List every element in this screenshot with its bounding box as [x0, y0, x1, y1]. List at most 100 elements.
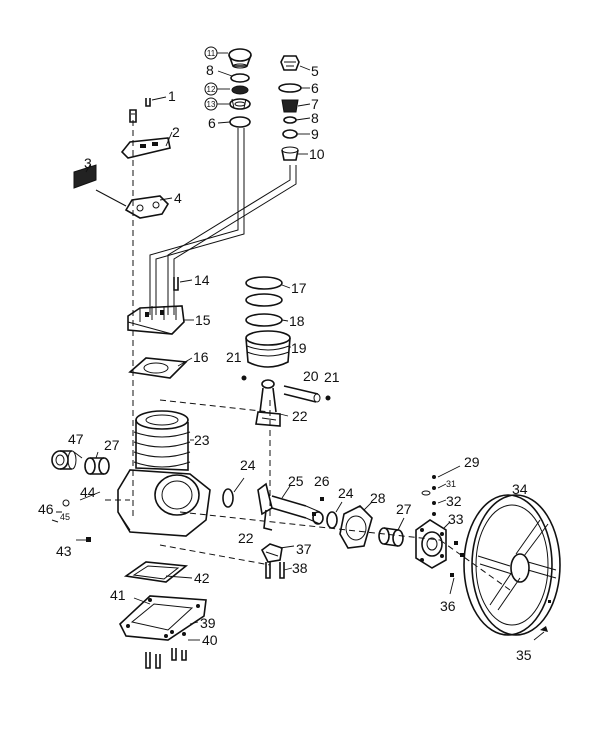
label-37: 37 [296, 541, 312, 557]
label-27-right: 27 [396, 501, 412, 517]
label-40: 40 [202, 632, 218, 648]
label-6-left: 6 [208, 115, 216, 131]
bearing-27-right [378, 527, 404, 547]
label-18: 18 [289, 313, 305, 329]
label-6-right: 6 [311, 80, 319, 96]
valve-plate-cover [120, 137, 171, 159]
cylinder-block [133, 410, 191, 471]
screw-1 [145, 98, 151, 107]
label-27-left: 27 [104, 437, 120, 453]
label-43: 43 [56, 543, 72, 559]
label-1: 1 [168, 88, 176, 104]
piston-ring-18 [245, 313, 283, 327]
oring-right-top [278, 83, 302, 93]
crankcase [117, 469, 211, 537]
valve-disc-left [229, 98, 251, 110]
label-9: 9 [311, 126, 319, 142]
label-33: 33 [448, 511, 464, 527]
label-38: 38 [292, 560, 308, 576]
oring-right-bottom [283, 116, 297, 124]
valve-cap-left [228, 48, 252, 69]
cover-bolt [129, 109, 137, 123]
bearing-cap [415, 519, 447, 569]
label-20: 20 [303, 368, 319, 384]
svg-text:11: 11 [207, 49, 216, 58]
intake-manifold [124, 195, 170, 219]
base-plate [119, 595, 207, 641]
label-8-left: 8 [206, 62, 214, 78]
label-31: 31 [446, 479, 456, 489]
svg-text:12: 12 [207, 85, 216, 94]
piston-ring-17 [245, 276, 283, 290]
circled-label-12: 12 [204, 82, 218, 96]
label-21-left: 21 [226, 349, 242, 365]
circled-label-13: 13 [204, 97, 218, 111]
label-32: 32 [446, 493, 462, 509]
cylinder-head [127, 305, 185, 335]
head-screw-14 [173, 277, 179, 291]
bearing-cover-gasket [339, 505, 373, 549]
label-28: 28 [370, 490, 386, 506]
label-39: 39 [200, 615, 216, 631]
bearing-cap-bolts [450, 541, 464, 577]
label-19: 19 [291, 340, 307, 356]
bearing-sleeve-47 [51, 450, 77, 470]
label-35: 35 [516, 647, 532, 663]
label-46: 46 [38, 501, 54, 517]
label-16: 16 [193, 349, 209, 365]
oring-24-right [326, 511, 338, 529]
unloader-tubes [149, 128, 297, 315]
valve-cap-right [280, 55, 300, 71]
label-44: 44 [80, 484, 96, 500]
label-42: 42 [194, 570, 210, 586]
assembly-centerlines [105, 120, 511, 591]
key-26 [320, 497, 324, 501]
label-22-top: 22 [292, 408, 308, 424]
label-24-right: 24 [338, 485, 354, 501]
valve-body-right [281, 146, 299, 161]
retainer-clip-21-right [325, 395, 331, 401]
svg-text:13: 13 [207, 100, 216, 109]
oring-left [230, 73, 250, 83]
bearing-27-left [84, 457, 110, 475]
label-36: 36 [440, 598, 456, 614]
label-7: 7 [311, 96, 319, 112]
connecting-rod [255, 379, 281, 427]
label-26: 26 [314, 473, 330, 489]
piston [245, 330, 291, 368]
label-21-right: 21 [324, 369, 340, 385]
label-10: 10 [309, 146, 325, 162]
piston-ring-17b [245, 293, 283, 307]
label-4: 4 [174, 190, 182, 206]
base-gasket [123, 561, 189, 583]
leader-lines [73, 65, 461, 641]
base-bolts [145, 630, 187, 669]
valve-seat-right [282, 129, 298, 139]
part-labels: 1 2 3 4 5 6 6 7 8 8 9 10 14 15 16 17 18 … [38, 62, 532, 663]
label-5: 5 [311, 63, 319, 79]
valve-spring-right [281, 99, 299, 113]
label-17: 17 [291, 280, 307, 296]
gasket-left [229, 116, 251, 128]
hardware-29-32 [421, 475, 436, 516]
label-25: 25 [288, 473, 304, 489]
label-14: 14 [194, 272, 210, 288]
head-gasket [128, 357, 188, 379]
breather-parts [51, 491, 101, 523]
label-41: 41 [110, 587, 126, 603]
flywheel [463, 494, 561, 636]
label-3: 3 [84, 155, 92, 171]
label-45: 45 [60, 512, 70, 522]
flywheel-bolts-35 [533, 626, 548, 641]
label-22-bottom: 22 [238, 530, 254, 546]
drain-plug-43 [76, 537, 91, 542]
rod-cap [260, 543, 283, 563]
label-29: 29 [464, 454, 480, 470]
label-24-left: 24 [240, 457, 256, 473]
crankshaft [222, 482, 324, 531]
wrist-pin [283, 385, 321, 403]
circled-label-11: 11 [204, 46, 218, 60]
label-2: 2 [172, 124, 180, 140]
label-8-right: 8 [311, 110, 319, 126]
